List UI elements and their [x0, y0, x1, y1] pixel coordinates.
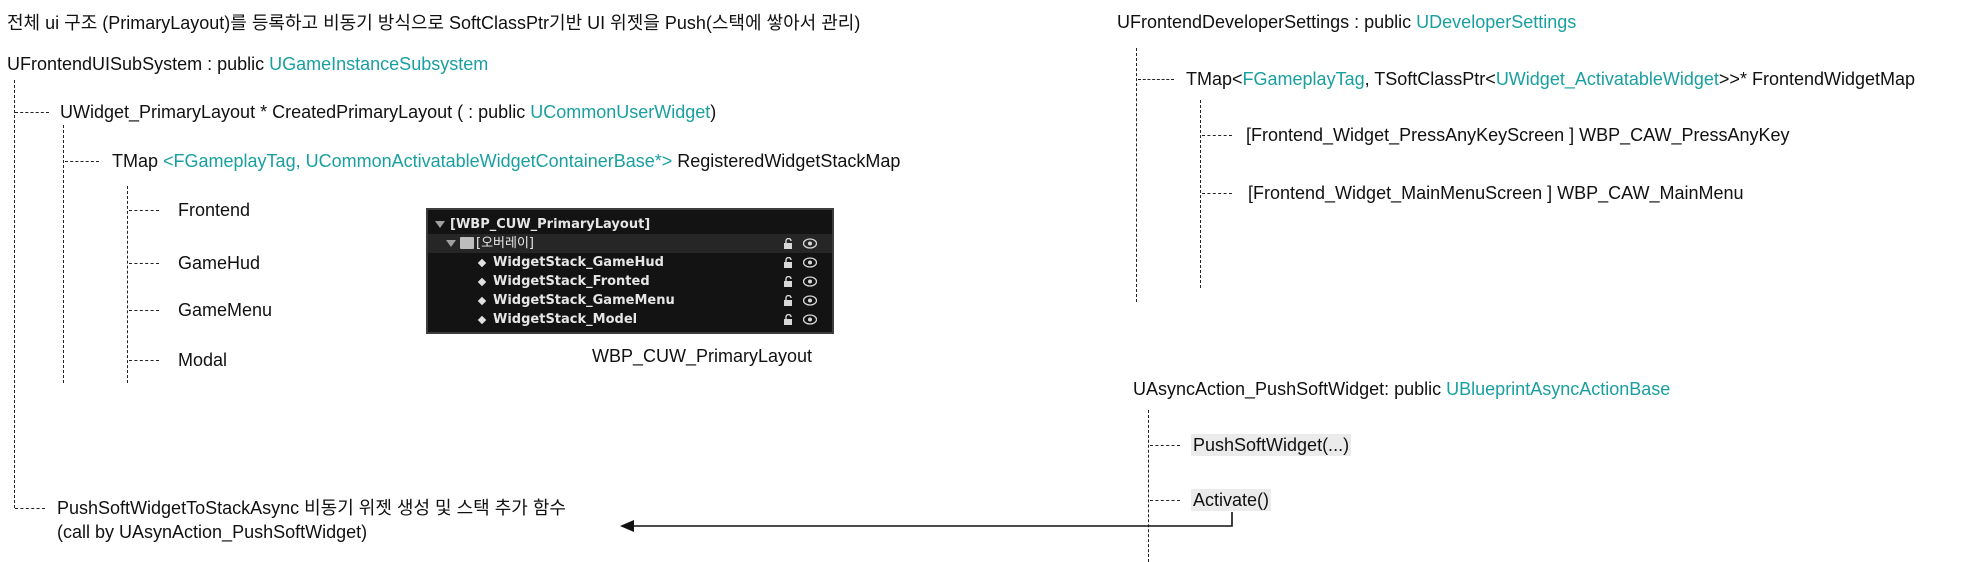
visibility-eye-icon[interactable] — [803, 238, 817, 249]
outliner-item-row[interactable]: WidgetStack_Model — [428, 310, 832, 329]
expand-arrow-icon[interactable] — [435, 221, 445, 228]
stack-branch-gamemenu — [129, 310, 159, 311]
subsystem-name: UFrontendUISubSystem : public — [7, 54, 270, 74]
outliner-item-label: WidgetStack_Model — [493, 312, 638, 327]
unlock-icon[interactable] — [783, 257, 794, 268]
unlock-icon[interactable] — [783, 295, 794, 306]
push-branch — [15, 508, 45, 509]
expand-arrow-icon[interactable] — [446, 240, 456, 247]
visibility-eye-icon[interactable] — [803, 314, 817, 325]
stack-branch-frontend — [129, 210, 159, 211]
map-entry-branch — [1202, 193, 1232, 194]
subsystem-trunk — [14, 80, 15, 508]
async-action-base: UBlueprintAsyncActionBase — [1446, 379, 1671, 399]
layout-trunk — [63, 125, 64, 383]
frontend-widget-map: TMap<FGameplayTag, TSoftClassPtr<UWidget… — [1186, 68, 1915, 90]
outliner-item-label: WidgetStack_GameMenu — [493, 293, 675, 308]
method-activate: Activate() — [1191, 489, 1272, 511]
registered-stack-map: TMap <FGameplayTag, UCommonActivatableWi… — [112, 150, 900, 172]
method-branch-activate — [1150, 500, 1180, 501]
outliner-item-row[interactable]: WidgetStack_GameMenu — [428, 291, 832, 310]
visibility-eye-icon[interactable] — [803, 295, 817, 306]
stack-gamehud: GameHud — [178, 253, 261, 273]
tmap-name: RegisteredWidgetStackMap — [672, 151, 901, 171]
unlock-icon[interactable] — [783, 314, 794, 325]
visibility-eye-icon[interactable] — [803, 276, 817, 287]
stack-branch-modal — [129, 360, 159, 361]
map-part2: , TSoftClassPtr< — [1364, 69, 1496, 89]
method-push-soft-widget: PushSoftWidget(...) — [1191, 434, 1352, 456]
async-action-class-label: UAsyncAction_PushSoftWidget: public UBlu… — [1133, 378, 1670, 400]
layout-branch — [15, 112, 49, 113]
widget-outliner-panel: [WBP_CUW_PrimaryLayout] [오버레이] WidgetSta… — [426, 208, 834, 334]
layout-base: UCommonUserWidget — [530, 102, 711, 122]
dev-settings-name: UFrontendDeveloperSettings : public — [1117, 12, 1417, 32]
outliner-overlay-label: [오버레이] — [476, 236, 534, 251]
tmap-types: <FGameplayTag, UCommonActivatableWidgetC… — [163, 151, 673, 171]
outliner-caption: WBP_CUW_PrimaryLayout — [592, 346, 813, 366]
map-part3: >>* FrontendWidgetMap — [1718, 69, 1916, 89]
subsystem-class-label: UFrontendUISubSystem : public UGameInsta… — [7, 53, 488, 75]
widget-diamond-icon — [477, 315, 487, 325]
outliner-overlay-row[interactable]: [오버레이] — [428, 234, 832, 253]
subsystem-base: UGameInstanceSubsystem — [269, 54, 489, 74]
overlay-icon — [460, 237, 474, 249]
layout-suffix: ) — [710, 102, 717, 122]
map-entry-mainmenu: [Frontend_Widget_MainMenuScreen ] WBP_CA… — [1248, 183, 1744, 203]
layout-prefix: UWidget_PrimaryLayout * CreatedPrimaryLa… — [60, 102, 531, 122]
outliner-item-label: WidgetStack_Fronted — [493, 274, 650, 289]
map-part1: TMap< — [1186, 69, 1243, 89]
outliner-item-row[interactable]: WidgetStack_Fronted — [428, 272, 832, 291]
visibility-eye-icon[interactable] — [803, 257, 817, 268]
widget-map-branch — [1138, 79, 1174, 80]
unlock-icon[interactable] — [783, 276, 794, 287]
push-function-line1: PushSoftWidgetToStackAsync 비동기 위젯 생성 및 스… — [57, 498, 566, 518]
widget-map-trunk — [1200, 100, 1201, 288]
dev-settings-base: UDeveloperSettings — [1416, 12, 1577, 32]
push-function-line2: (call by UAsynAction_PushSoftWidget) — [57, 522, 368, 542]
method-branch-push — [1150, 445, 1180, 446]
widget-diamond-icon — [477, 296, 487, 306]
tmap-prefix: TMap — [112, 151, 164, 171]
dev-settings-trunk — [1136, 48, 1137, 302]
diagram-title: 전체 ui 구조 (PrimaryLayout)를 등록하고 비동기 방식으로 … — [7, 13, 861, 33]
widget-diamond-icon — [477, 277, 487, 287]
outliner-item-row[interactable]: WidgetStack_GameHud — [428, 253, 832, 272]
stack-gamemenu: GameMenu — [178, 300, 273, 320]
stack-frontend: Frontend — [178, 200, 251, 220]
stack-branch-gamehud — [129, 263, 159, 264]
dev-settings-class-label: UFrontendDeveloperSettings : public UDev… — [1117, 11, 1576, 33]
async-action-trunk — [1148, 410, 1149, 562]
map-type1: FGameplayTag — [1242, 69, 1365, 89]
stack-modal: Modal — [178, 350, 228, 370]
stack-trunk — [127, 186, 128, 383]
async-action-name: UAsyncAction_PushSoftWidget: public — [1133, 379, 1447, 399]
map-entry-pressanykey: [Frontend_Widget_PressAnyKeyScreen ] WBP… — [1246, 125, 1790, 145]
map-entry-branch — [1202, 135, 1232, 136]
outliner-root-row[interactable]: [WBP_CUW_PrimaryLayout] — [428, 215, 832, 234]
tmap-branch — [65, 161, 99, 162]
outliner-item-label: WidgetStack_GameHud — [493, 255, 664, 270]
map-type2: UWidget_ActivatableWidget — [1495, 69, 1719, 89]
primary-layout-member: UWidget_PrimaryLayout * CreatedPrimaryLa… — [60, 101, 716, 123]
widget-diamond-icon — [477, 258, 487, 268]
unlock-icon[interactable] — [783, 238, 794, 249]
outliner-root-label: [WBP_CUW_PrimaryLayout] — [450, 217, 651, 232]
